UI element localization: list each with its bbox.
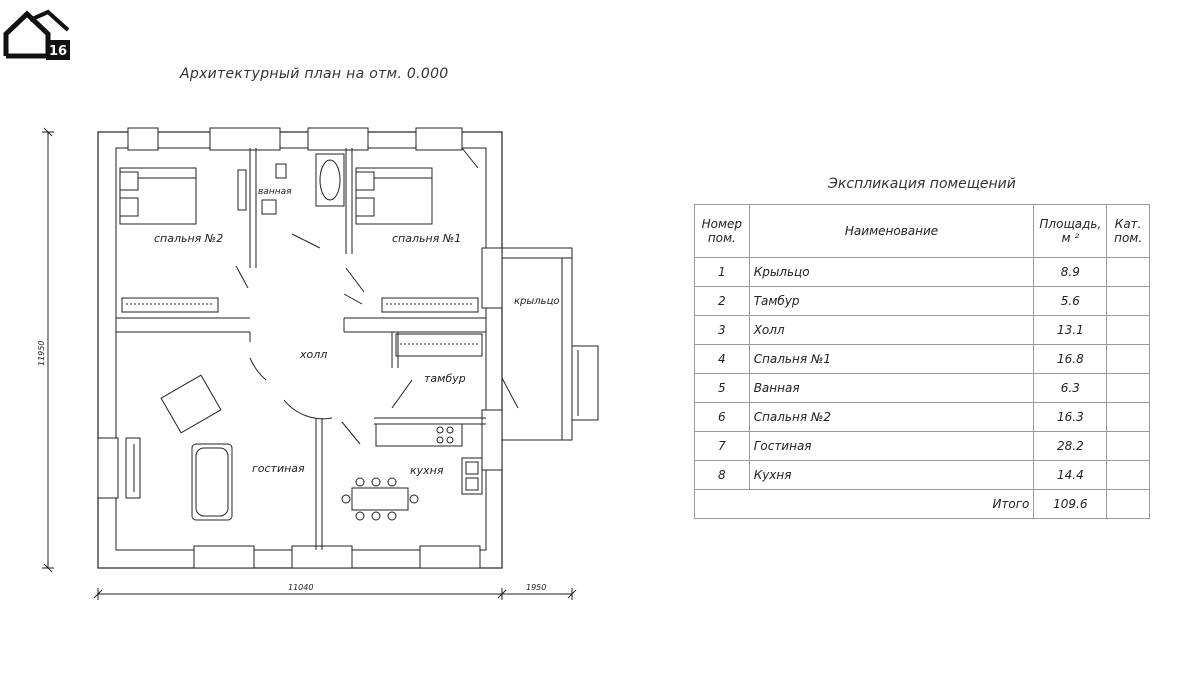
row-area: 16.3: [1033, 402, 1108, 432]
floor-plan: спальня №2 ванная спальня №1 крыльцо хол…: [30, 118, 610, 608]
table-total-row: Итого 109.6: [694, 489, 1150, 519]
room-label-bedroom2: спальня №2: [154, 232, 223, 245]
room-label-porch: крыльцо: [514, 296, 560, 307]
dimension-height: 11950: [37, 341, 46, 366]
row-area: 6.3: [1033, 373, 1108, 403]
total-blank: [694, 489, 750, 519]
row-name: Тамбур: [748, 286, 1035, 316]
row-name: Кухня: [748, 460, 1035, 490]
row-number: 2: [694, 286, 750, 316]
table-row: 3 Холл 13.1: [694, 315, 1150, 345]
header-name: Наименование: [748, 204, 1035, 258]
total-label: Итого: [749, 489, 1035, 519]
header-category: Кат. пом.: [1106, 204, 1150, 258]
room-label-living: гостиная: [252, 462, 305, 475]
row-number: 6: [694, 402, 750, 432]
row-category: [1106, 286, 1150, 316]
header-number: Номер пом.: [694, 204, 750, 258]
house-logo-icon: 16: [3, 9, 70, 60]
table-row: 5 Ванная 6.3: [694, 373, 1150, 403]
header-area: Площадь, м ²: [1033, 204, 1108, 258]
row-category: [1106, 257, 1150, 287]
plan-title: Архитектурный план на отм. 0.000: [180, 66, 449, 82]
row-number: 8: [694, 460, 750, 490]
room-label-bedroom1: спальня №1: [392, 232, 461, 245]
row-area: 28.2: [1033, 431, 1108, 461]
row-name: Спальня №1: [748, 344, 1035, 374]
room-label-bathroom: ванная: [258, 187, 292, 197]
dimension-width: 11040: [288, 583, 313, 592]
row-name: Крыльцо: [748, 257, 1035, 287]
dimension-porch-width: 1950: [526, 583, 546, 592]
table-row: 7 Гостиная 28.2: [694, 431, 1150, 461]
row-area: 14.4: [1033, 460, 1108, 490]
table-row: 1 Крыльцо 8.9: [694, 257, 1150, 287]
row-number: 3: [694, 315, 750, 345]
row-number: 4: [694, 344, 750, 374]
explication-table: Номер пом. Наименование Площадь, м ² Кат…: [694, 204, 1150, 519]
table-row: 6 Спальня №2 16.3: [694, 402, 1150, 432]
table-row: 4 Спальня №1 16.8: [694, 344, 1150, 374]
row-number: 7: [694, 431, 750, 461]
row-name: Ванная: [748, 373, 1035, 403]
explication-title: Экспликация помещений: [828, 176, 1016, 192]
row-number: 5: [694, 373, 750, 403]
row-name: Гостиная: [748, 431, 1035, 461]
row-area: 8.9: [1033, 257, 1108, 287]
room-label-kitchen: кухня: [410, 464, 444, 477]
total-area: 109.6: [1033, 489, 1108, 519]
row-number: 1: [694, 257, 750, 287]
room-label-hall: холл: [299, 348, 327, 361]
row-area: 13.1: [1033, 315, 1108, 345]
row-category: [1106, 402, 1150, 432]
row-name: Холл: [748, 315, 1035, 345]
room-label-vestibule: тамбур: [424, 372, 466, 385]
row-category: [1106, 315, 1150, 345]
row-category: [1106, 431, 1150, 461]
row-category: [1106, 460, 1150, 490]
table-header-row: Номер пом. Наименование Площадь, м ² Кат…: [694, 204, 1150, 258]
total-category: [1106, 489, 1150, 519]
row-category: [1106, 373, 1150, 403]
row-category: [1106, 344, 1150, 374]
row-name: Спальня №2: [748, 402, 1035, 432]
table-row: 2 Тамбур 5.6: [694, 286, 1150, 316]
row-area: 16.8: [1033, 344, 1108, 374]
logo-badge: 16: [49, 44, 67, 59]
row-area: 5.6: [1033, 286, 1108, 316]
table-row: 8 Кухня 14.4: [694, 460, 1150, 490]
